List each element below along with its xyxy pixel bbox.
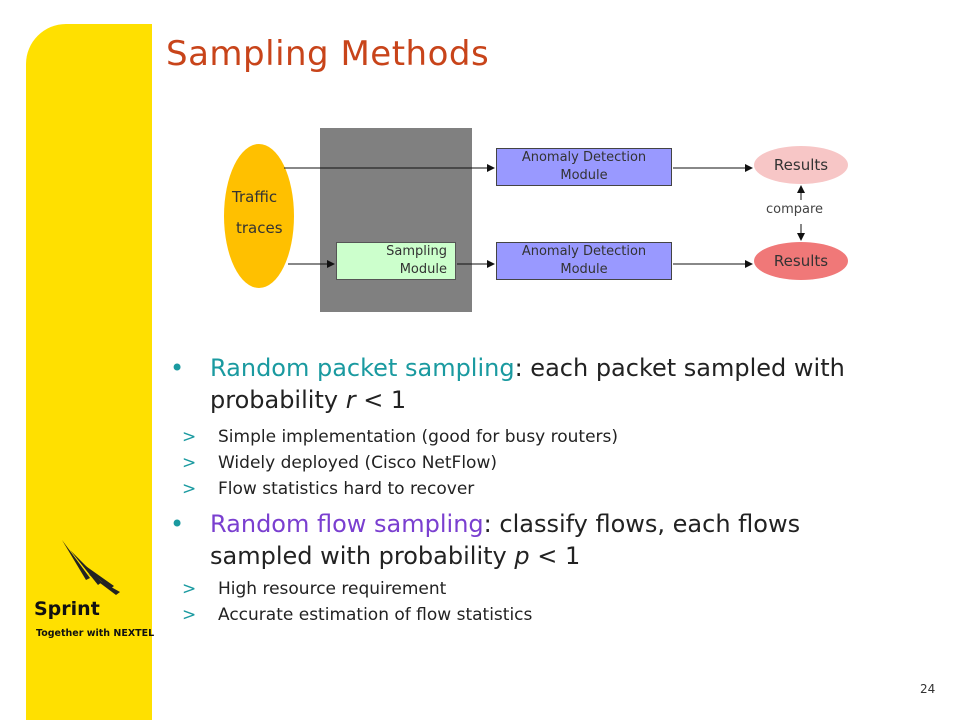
sub-marker: >	[182, 605, 197, 625]
sub-item: > Accurate estimation of flow statistics	[182, 604, 532, 626]
compare-label: compare	[766, 202, 824, 217]
bullet-flow-sampling: • Random flow sampling: classify flows, …	[170, 508, 910, 572]
sub-marker: >	[182, 427, 197, 447]
bullet-marker: •	[170, 354, 185, 382]
anomaly-detection-top-box: Anomaly Detection Module	[496, 148, 672, 186]
bullet-tail: < 1	[355, 386, 407, 414]
bullet-highlight: Random packet sampling	[210, 354, 515, 382]
sampling-module-label: Sampling Module	[386, 244, 447, 277]
traffic-label-line2: traces	[236, 219, 283, 237]
bullet-variable: p	[514, 542, 530, 570]
sub-item: > Flow statistics hard to recover	[182, 478, 474, 500]
sampling-module-box: Sampling Module	[336, 242, 456, 280]
results-bottom-node: Results	[754, 242, 848, 280]
traffic-traces-node	[224, 144, 294, 288]
sub-item: > High resource requirement	[182, 578, 446, 600]
slide-title: Sampling Methods	[166, 34, 490, 74]
bullet-marker: •	[170, 510, 185, 538]
sub-item-text: Widely deployed (Cisco NetFlow)	[218, 453, 497, 473]
sidebar-band	[26, 24, 152, 720]
sampling-diagram: Traffic traces Sampling Module Anomaly D…	[210, 120, 870, 320]
bullet-text: Random flow sampling: classify flows, ea…	[210, 508, 910, 572]
page-number: 24	[920, 682, 936, 696]
bullet-tail: < 1	[529, 542, 581, 570]
sprint-logo: Sprint Together with NEXTEL	[30, 530, 154, 660]
anomaly-detection-bottom-box: Anomaly Detection Module	[496, 242, 672, 280]
sub-marker: >	[182, 479, 197, 499]
logo-tagline: Together with NEXTEL	[36, 628, 155, 639]
bullet-highlight: Random flow sampling	[210, 510, 484, 538]
bullet-variable: r	[345, 386, 356, 414]
traffic-label-line1: Traffic	[232, 188, 278, 206]
sub-item-text: Flow statistics hard to recover	[218, 479, 475, 499]
logo-brand: Sprint	[34, 598, 100, 620]
sub-marker: >	[182, 453, 197, 473]
bullet-rest: : each packet sampled with probability	[210, 354, 845, 414]
results-top-node: Results	[754, 146, 848, 184]
adm-top-label: Anomaly Detection Module	[521, 150, 647, 183]
sub-item-text: Accurate estimation of flow statistics	[218, 605, 533, 625]
bullet-rest: : classify flows, each flows sampled wit…	[210, 510, 801, 570]
sub-item-text: Simple implementation (good for busy rou…	[218, 427, 619, 447]
sub-item-text: High resource requirement	[218, 579, 447, 599]
bullet-packet-sampling: • Random packet sampling: each packet sa…	[170, 352, 910, 416]
sub-marker: >	[182, 579, 197, 599]
bullet-text: Random packet sampling: each packet samp…	[210, 352, 910, 416]
adm-bottom-label: Anomaly Detection Module	[521, 244, 647, 277]
processing-block	[320, 128, 472, 312]
sub-item: > Simple implementation (good for busy ro…	[182, 426, 618, 448]
sub-item: > Widely deployed (Cisco NetFlow)	[182, 452, 497, 474]
diagram-arrows	[284, 164, 805, 268]
